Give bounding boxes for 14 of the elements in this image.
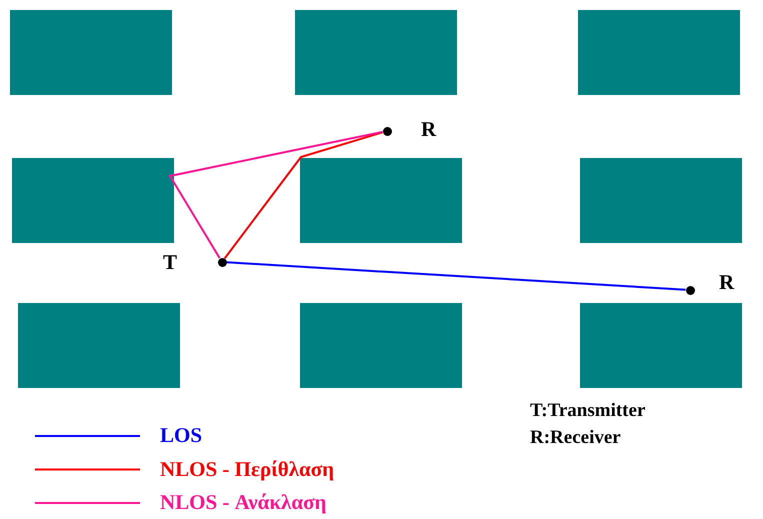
point-label: R: [719, 272, 734, 293]
point-marker: [218, 258, 226, 266]
legend-text: NLOS - Ανάκλαση: [160, 492, 326, 513]
point-label: T: [163, 252, 178, 273]
signal-path: [226, 261, 686, 291]
legend-text: NLOS - Περίθλαση: [160, 458, 334, 480]
point-marker: [382, 126, 392, 136]
signal-path: [168, 130, 383, 259]
legend-text: LOS: [160, 425, 202, 446]
legend-note: T:Transmitter: [530, 401, 646, 420]
signal-path: [224, 131, 383, 259]
legend-note: R:Receiver: [530, 428, 621, 447]
point-label: R: [421, 119, 436, 140]
point-marker: [686, 286, 694, 294]
